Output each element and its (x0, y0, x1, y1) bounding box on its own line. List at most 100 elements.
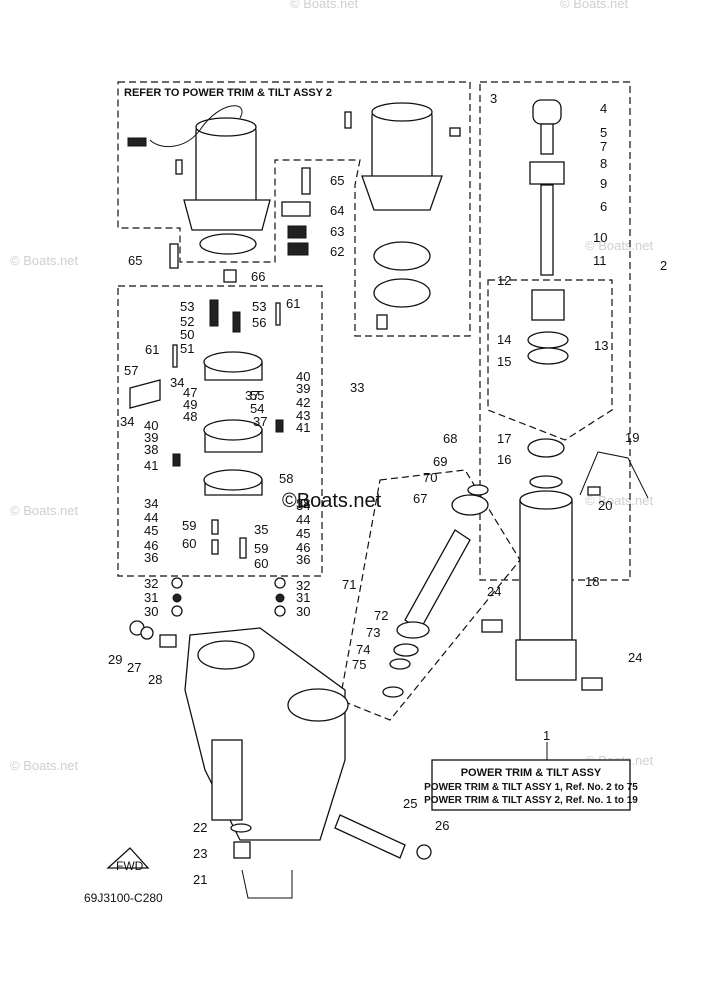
part-17-gland (527, 438, 565, 458)
callout-16: 16 (497, 452, 511, 467)
callout-44b: 44 (296, 512, 310, 527)
callout-64: 64 (330, 203, 344, 218)
callout-48: 48 (183, 409, 197, 424)
callout-74: 74 (356, 642, 370, 657)
callout-28: 28 (148, 672, 162, 687)
part-61-pin-right (275, 302, 281, 326)
motor-lead-wire (149, 105, 243, 148)
watermark-right-mid: © Boats.net (585, 493, 654, 508)
callout-58: 58 (279, 471, 293, 486)
part-10-11-rod (540, 184, 554, 276)
part-9-head (529, 161, 565, 185)
part-60-screw-right (239, 537, 247, 559)
pump-plug (376, 314, 388, 330)
part-41-spring-right (275, 419, 284, 433)
pump-motor (344, 102, 461, 330)
callout-49: 49 (183, 397, 197, 412)
callout-41a: 41 (144, 458, 158, 473)
part-60-screw-left (211, 539, 219, 555)
callout-19: 19 (625, 430, 639, 445)
callout-47: 47 (183, 385, 197, 400)
callout-27: 27 (127, 660, 141, 675)
part-73-ring (393, 643, 419, 657)
part-30-ring-left (171, 605, 183, 617)
callout-3: 3 (490, 91, 497, 106)
callout-71: 71 (342, 577, 356, 592)
watermark-left-mid: © Boats.net (10, 503, 79, 518)
tilt-motor (127, 105, 271, 255)
callout-34a: 34 (170, 375, 184, 390)
valve-stack (129, 167, 311, 617)
callout-50: 50 (180, 327, 194, 342)
callout-37a: 37 (245, 388, 259, 403)
callout-61b: 61 (286, 296, 300, 311)
callout-61a: 61 (145, 342, 159, 357)
callout-30a: 30 (144, 604, 158, 619)
part-26-clip (416, 844, 432, 860)
part-24-pin-right (581, 677, 603, 691)
diagram-code: 69J3100-C280 (84, 891, 163, 905)
part-72-piston (396, 621, 430, 639)
pump-bolt (344, 111, 352, 129)
motor-screw (175, 159, 183, 175)
watermark-top-center: © Boats.net (290, 0, 359, 11)
part-56-spring (232, 311, 241, 333)
callout-2: 2 (660, 258, 667, 273)
callout-17: 17 (497, 431, 511, 446)
callout-29: 29 (108, 652, 122, 667)
callout-67: 67 (413, 491, 427, 506)
part-15-ring (527, 347, 569, 365)
reference-title: POWER TRIM & TILT ASSY (461, 767, 602, 779)
part-61-pin-left (172, 344, 178, 368)
callout-20: 20 (598, 498, 612, 513)
callout-31b: 31 (296, 590, 310, 605)
pump-filter-upper (373, 241, 431, 271)
reference-line-2: POWER TRIM & TILT ASSY 2, Ref. No. 1 to … (424, 795, 638, 806)
callout-36a: 36 (144, 550, 158, 565)
callout-35: 35 (254, 522, 268, 537)
callout-65a: 65 (128, 253, 142, 268)
callout-54: 54 (250, 401, 264, 416)
part-31-ring-left (172, 593, 182, 603)
callout-55: 55 (250, 388, 264, 403)
part-30-ring-right (274, 605, 286, 617)
part-19-pipe (579, 451, 649, 499)
callout-53b: 53 (252, 299, 266, 314)
callout-72: 72 (374, 608, 388, 623)
part-27-oring (140, 626, 154, 640)
callout-9: 9 (600, 176, 607, 191)
part-20-fitting (587, 486, 601, 496)
tilt-cylinder-group-box (479, 81, 631, 581)
housing-port-right (287, 688, 349, 722)
callout-12: 12 (497, 273, 511, 288)
callouts: 1 2 3 4 5 6 7 8 9 10 11 12 13 14 15 16 1… (108, 91, 667, 887)
motor-seal-ring (199, 233, 257, 255)
callout-66: 66 (251, 269, 265, 284)
part-12-piston (531, 289, 565, 321)
callout-45a: 45 (144, 523, 158, 538)
trim-ram (382, 484, 489, 698)
callout-34c: 34 (144, 496, 158, 511)
callout-45b: 45 (296, 526, 310, 541)
callout-73: 73 (366, 625, 380, 640)
part-25-shaft (334, 814, 406, 859)
tilt-cylinder (481, 99, 649, 691)
housing-port-left (197, 640, 255, 670)
watermark-right-top: © Boats.net (585, 238, 654, 253)
callout-39a: 39 (144, 430, 158, 445)
callout-24b: 24 (628, 650, 642, 665)
callout-60b: 60 (254, 556, 268, 571)
watermark-left-bottom: © Boats.net (10, 758, 79, 773)
callout-22: 22 (193, 820, 207, 835)
piston-subgroup-box (487, 279, 613, 441)
part-67-cap (451, 494, 489, 516)
part-18-cylinder-top (519, 490, 573, 510)
callout-5: 5 (600, 125, 607, 140)
part-22-oring (230, 823, 252, 833)
callout-38b: 39 (296, 381, 310, 396)
callout-70: 70 (423, 470, 437, 485)
part-59-screw-left (211, 519, 219, 535)
part-32-ring-right (274, 577, 286, 589)
part-65-bolt-left (169, 243, 179, 269)
pump-filter-lower (373, 278, 431, 308)
